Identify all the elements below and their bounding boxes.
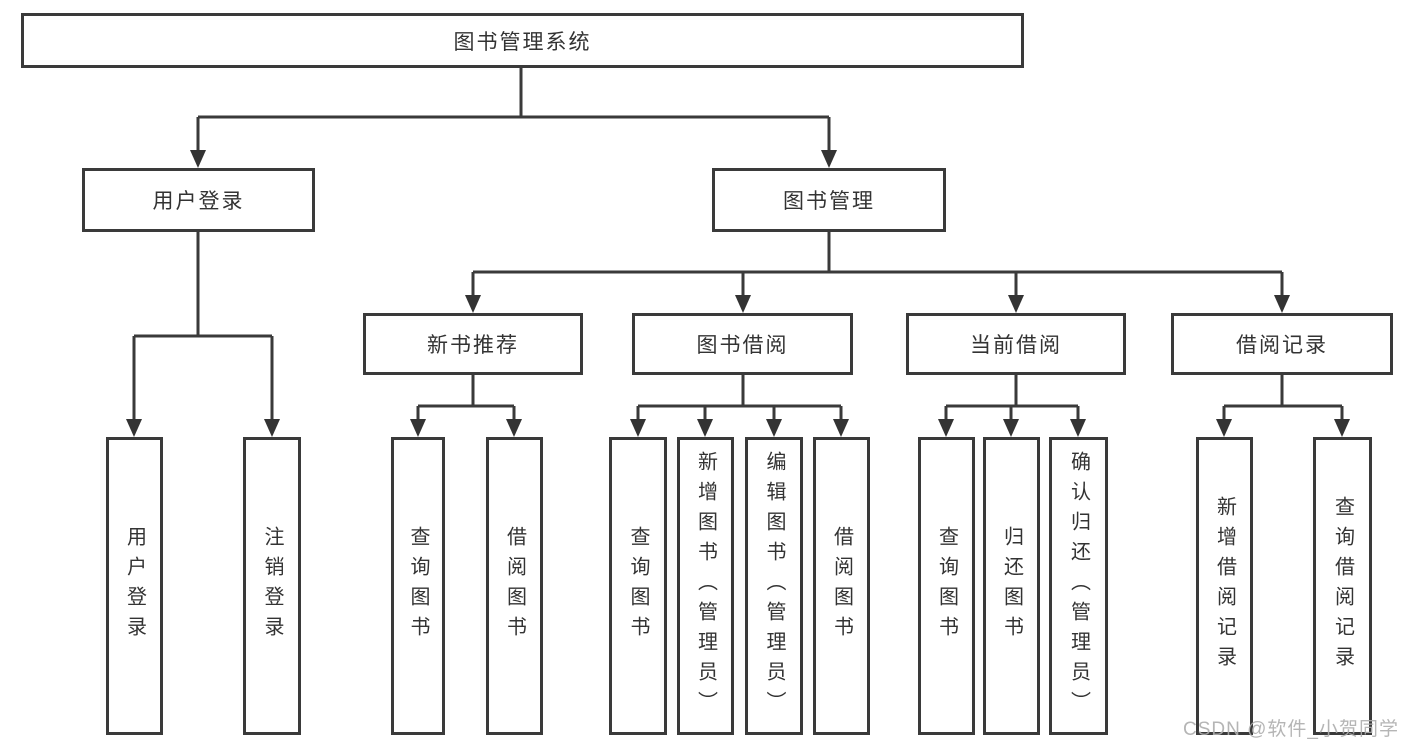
node-current-borrow: 当前借阅 [906,313,1126,375]
node-borrow-records: 借阅记录 [1171,313,1393,375]
edge-records-to-leaves [1222,375,1344,421]
node-book-management: 图书管理 [712,168,946,232]
edge-root-to-level2 [196,68,831,152]
csdn-watermark: CSDN @软件_小贺同学 [1183,719,1399,740]
leaf-borrow-edit-books-admin: 编辑图书（管理员） [745,437,803,735]
edge-newbook-to-leaves [416,375,516,421]
node-root: 图书管理系统 [21,13,1024,68]
leaf-borrow-borrow-books: 借阅图书 [813,437,870,735]
leaf-borrow-add-books-admin: 新增图书（管理员） [677,437,734,735]
edge-bookborrow-to-leaves [636,375,843,421]
leaf-current-confirm-return-admin: 确认归还（管理员） [1049,437,1108,735]
leaf-borrow-query-books: 查询图书 [609,437,667,735]
leaf-newbook-query-books: 查询图书 [391,437,445,735]
node-book-borrow: 图书借阅 [632,313,853,375]
arrowheads [126,150,1350,437]
leaf-user-login: 用户登录 [106,437,163,735]
edge-userlogin-to-leaves [132,232,274,421]
node-new-book-recommend: 新书推荐 [363,313,583,375]
leaf-newbook-borrow-books: 借阅图书 [486,437,543,735]
edge-bookmgmt-to-level3 [471,232,1284,297]
leaf-records-query-record: 查询借阅记录 [1313,437,1372,735]
leaf-logout: 注销登录 [243,437,301,735]
leaf-records-add-record: 新增借阅记录 [1196,437,1253,735]
leaf-current-return-books: 归还图书 [983,437,1040,735]
node-user-login: 用户登录 [82,168,315,232]
edge-currentborrow-to-leaves [944,375,1080,421]
leaf-current-query-books: 查询图书 [918,437,975,735]
